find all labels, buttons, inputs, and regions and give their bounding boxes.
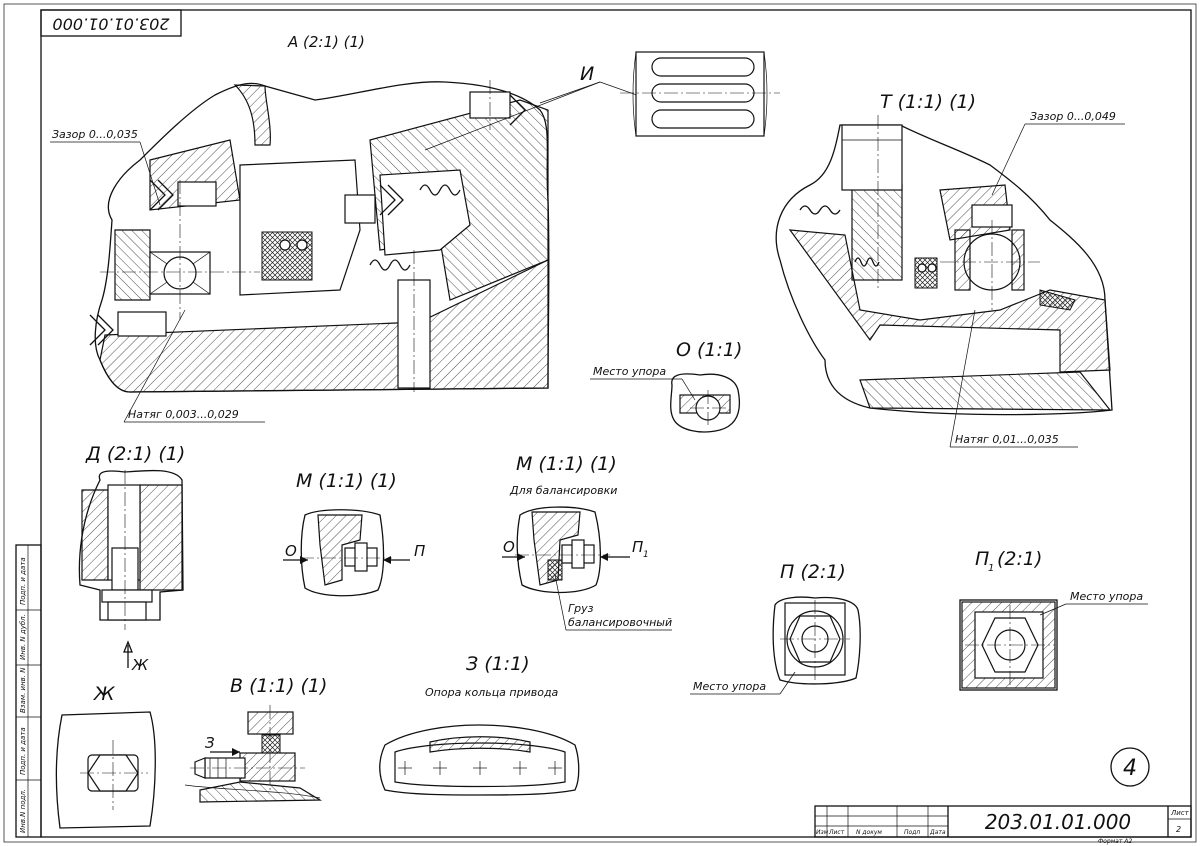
view-d: Д (2:1) (1) Ж (79, 443, 185, 674)
tb-sheet-value: 2 (1176, 825, 1181, 834)
view-v-arrow-z: З (205, 734, 215, 752)
view-m2-label: М (1:1) (1) (516, 453, 617, 475)
view-o-label: О (1:1) (676, 339, 742, 361)
inner-frame (41, 10, 1191, 837)
view-z-label: З (1:1) (466, 653, 530, 675)
view-t-fit: Натяг 0,01...0,035 (955, 433, 1059, 446)
view-v-label: В (1:1) (1) (230, 675, 327, 697)
view-t-gap: Зазор 0...0,049 (1030, 110, 1116, 123)
margin-stamp-column: Подп. и дата Инв. N дубл. Взам. инв. N П… (16, 545, 41, 837)
view-t: Т (1:1) (1) Зазор 0...0,049 Натяг 0,01..… (776, 91, 1125, 447)
view-m2-right-sub: 1 (643, 550, 649, 560)
format-label: Формат А2 (1098, 838, 1132, 845)
view-a-fit: Натяг 0,003...0,029 (128, 408, 239, 421)
view-m2-weight-1: Груз (568, 602, 594, 615)
view-p-stop: Место упора (693, 680, 766, 693)
view-v: В (1:1) (1) З (185, 675, 327, 802)
view-a: А (2:1) (1) (50, 33, 645, 422)
margin-stamp-4: Подп. и дата (19, 727, 27, 775)
view-z: З (1:1) Опора кольца привода (380, 653, 579, 795)
margin-stamp-5: Инв.N подл. (19, 789, 27, 833)
view-m1: М (1:1) (1) О П (283, 470, 425, 596)
view-p1-label-sub: 1 (988, 563, 994, 574)
view-p1: П 1 (2:1) Место упора (960, 548, 1148, 690)
view-m1-label: М (1:1) (1) (296, 470, 397, 492)
outer-frame (4, 4, 1196, 842)
view-a-label: А (2:1) (1) (287, 33, 365, 51)
view-zh: Ж (56, 683, 155, 828)
view-a-gap: Зазор 0...0,035 (52, 128, 138, 141)
view-m2-left: О (503, 538, 515, 556)
view-m2-right: П (632, 538, 643, 556)
tb-col-sign: Подп (904, 829, 920, 836)
view-m2-sub: Для балансировки (509, 484, 617, 497)
sheet-number: 4 (1123, 756, 1137, 781)
margin-stamp-2: Инв. N дубл. (19, 614, 27, 660)
detail-i-roller (620, 52, 780, 136)
view-o: О (1:1) Место упора (590, 339, 742, 432)
tb-col-izm: Изм (816, 829, 829, 836)
tb-col-list: Лист (828, 829, 845, 836)
margin-stamp-3: Взам. инв. N (19, 667, 27, 713)
view-t-label: Т (1:1) (1) (880, 91, 976, 113)
view-m2: М (1:1) (1) Для балансировки О П 1 Груз … (502, 453, 672, 630)
margin-stamp-1: Подп. и дата (19, 557, 27, 605)
view-m1-left: О (285, 542, 297, 560)
tb-col-date: Дата (929, 829, 946, 836)
tb-drawing-code: 203.01.01.000 (985, 810, 1131, 834)
sheet-number-badge: 4 (1111, 748, 1149, 786)
view-m2-weight-2: балансировочный (568, 616, 672, 629)
tb-col-doc: N докум (856, 829, 882, 836)
rotated-code-box: 203.01.01.000 (41, 10, 181, 36)
view-m1-right: П (414, 542, 425, 560)
view-d-arrow-zh: Ж (131, 656, 149, 674)
view-o-stop: Место упора (593, 365, 666, 378)
view-p-label: П (2:1) (780, 561, 846, 583)
rotated-code: 203.01.01.000 (52, 15, 169, 34)
view-d-label: Д (2:1) (1) (85, 443, 185, 465)
view-p: П (2:1) Место упора (690, 561, 860, 694)
title-block: Изм Лист N докум Подп Дата 203.01.01.000… (815, 806, 1191, 845)
view-p1-stop: Место упора (1070, 590, 1143, 603)
view-zh-label: Ж (93, 683, 116, 705)
view-p1-scale: (2:1) (997, 548, 1042, 570)
marker-i: И (580, 63, 594, 85)
tb-sheet-label: Лист (1170, 809, 1190, 817)
view-z-sub: Опора кольца привода (425, 686, 559, 699)
